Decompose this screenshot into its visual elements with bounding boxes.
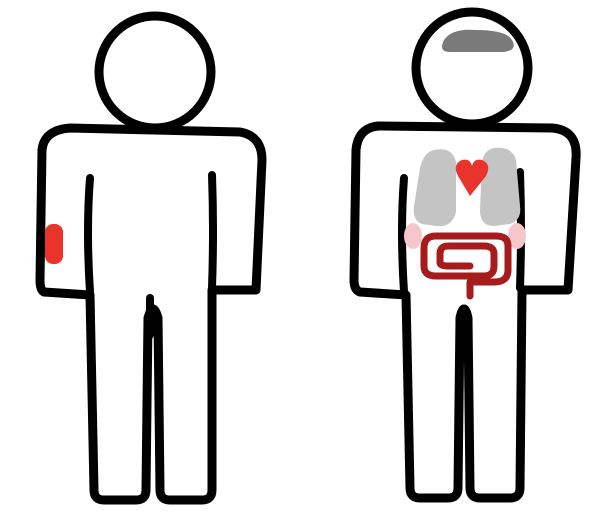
- figure-right: [354, 12, 576, 498]
- lung-right: [480, 148, 520, 226]
- kidney-left: [404, 223, 422, 249]
- right-arm-line-left: [402, 178, 404, 292]
- arm-highlight: [45, 224, 63, 264]
- left-arm-line-left: [88, 178, 90, 292]
- right-head: [416, 12, 528, 124]
- left-arm-line-right: [212, 175, 213, 288]
- figure-left: [40, 16, 262, 500]
- left-head: [99, 16, 211, 128]
